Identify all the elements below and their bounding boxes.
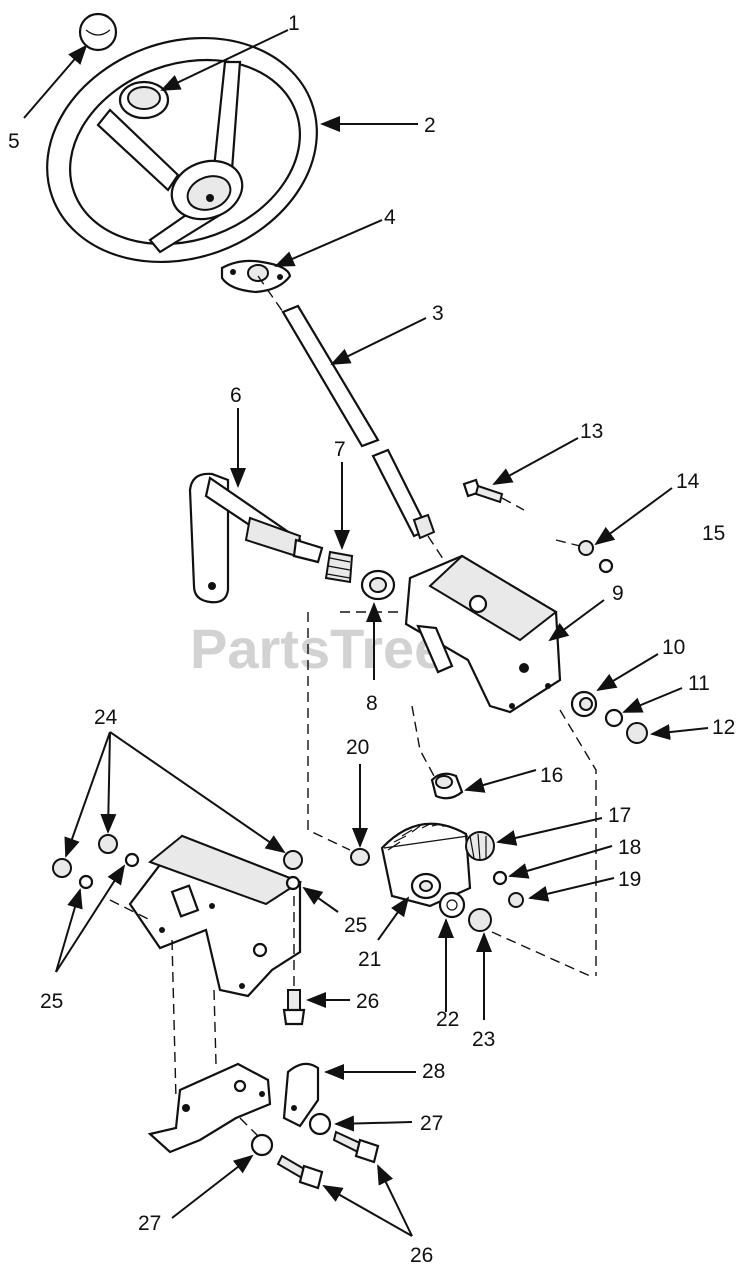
spring <box>324 550 354 584</box>
callout-10: 10 <box>662 636 685 659</box>
callout-28: 28 <box>422 1060 445 1083</box>
callout-27-left: 27 <box>138 1212 161 1235</box>
support-bracket <box>404 554 562 714</box>
callout-7: 7 <box>334 438 346 461</box>
callout-12: 12 <box>712 716 735 739</box>
callout-27-right: 27 <box>420 1112 443 1135</box>
callout-6: 6 <box>230 384 242 407</box>
callout-25-left: 25 <box>40 990 63 1013</box>
steering-arm <box>188 472 324 604</box>
locknut <box>626 722 648 744</box>
callout-labels: 1 2 5 4 3 6 7 13 14 15 9 10 8 11 12 24 2… <box>8 12 735 1267</box>
cap-nut <box>598 558 614 574</box>
washer <box>604 708 624 728</box>
callout-14: 14 <box>676 470 700 493</box>
nut <box>508 892 524 908</box>
watermark: PartsTree <box>190 617 445 680</box>
callout-22: 22 <box>436 1008 459 1031</box>
washer <box>492 870 508 886</box>
callout-26-upper: 26 <box>356 990 379 1013</box>
lower-bracket <box>147 1062 272 1154</box>
lock-washer <box>285 875 301 891</box>
callout-16: 16 <box>540 764 563 787</box>
callout-21: 21 <box>358 948 381 971</box>
callout-26-lower: 26 <box>410 1244 433 1267</box>
callout-3: 3 <box>432 302 444 325</box>
mounting-bracket <box>128 834 303 998</box>
bolt <box>332 1130 380 1164</box>
leader-lines <box>23 29 709 1237</box>
bolt <box>462 478 525 511</box>
callout-13: 13 <box>580 420 603 443</box>
washer <box>250 1133 274 1157</box>
sector-gear <box>380 822 472 908</box>
callout-17: 17 <box>608 804 631 827</box>
callout-8: 8 <box>366 692 378 715</box>
lock-washer <box>124 852 140 868</box>
callout-1: 1 <box>288 12 300 35</box>
nut <box>98 834 118 854</box>
flange-bushing <box>430 772 464 800</box>
callout-25-right: 25 <box>344 914 367 937</box>
locknut <box>468 908 492 932</box>
bushing <box>360 569 396 601</box>
callout-11: 11 <box>688 672 710 695</box>
steering-wheel <box>46 36 318 264</box>
clamp <box>282 1062 320 1128</box>
callout-23: 23 <box>472 1028 495 1051</box>
callout-24: 24 <box>94 706 118 729</box>
spinner-knob <box>78 12 118 52</box>
callout-5: 5 <box>8 130 20 153</box>
callout-2: 2 <box>424 114 436 137</box>
nut <box>578 540 594 556</box>
spacer <box>570 690 598 718</box>
pinion-gear <box>465 831 495 861</box>
callout-4: 4 <box>384 206 396 229</box>
lock-washer <box>78 874 94 890</box>
bushing-plate <box>220 259 292 294</box>
callout-9: 9 <box>612 582 624 605</box>
callout-15: 15 <box>702 522 725 545</box>
washer <box>438 891 466 919</box>
callout-18: 18 <box>618 836 641 859</box>
nut <box>283 850 303 870</box>
bolt <box>276 1154 324 1190</box>
callout-19: 19 <box>618 868 641 891</box>
bolt <box>282 989 306 1026</box>
spacer <box>350 848 370 866</box>
steering-cap <box>118 80 170 120</box>
nut <box>52 858 72 878</box>
washer <box>308 1112 332 1136</box>
callout-20: 20 <box>346 736 369 759</box>
